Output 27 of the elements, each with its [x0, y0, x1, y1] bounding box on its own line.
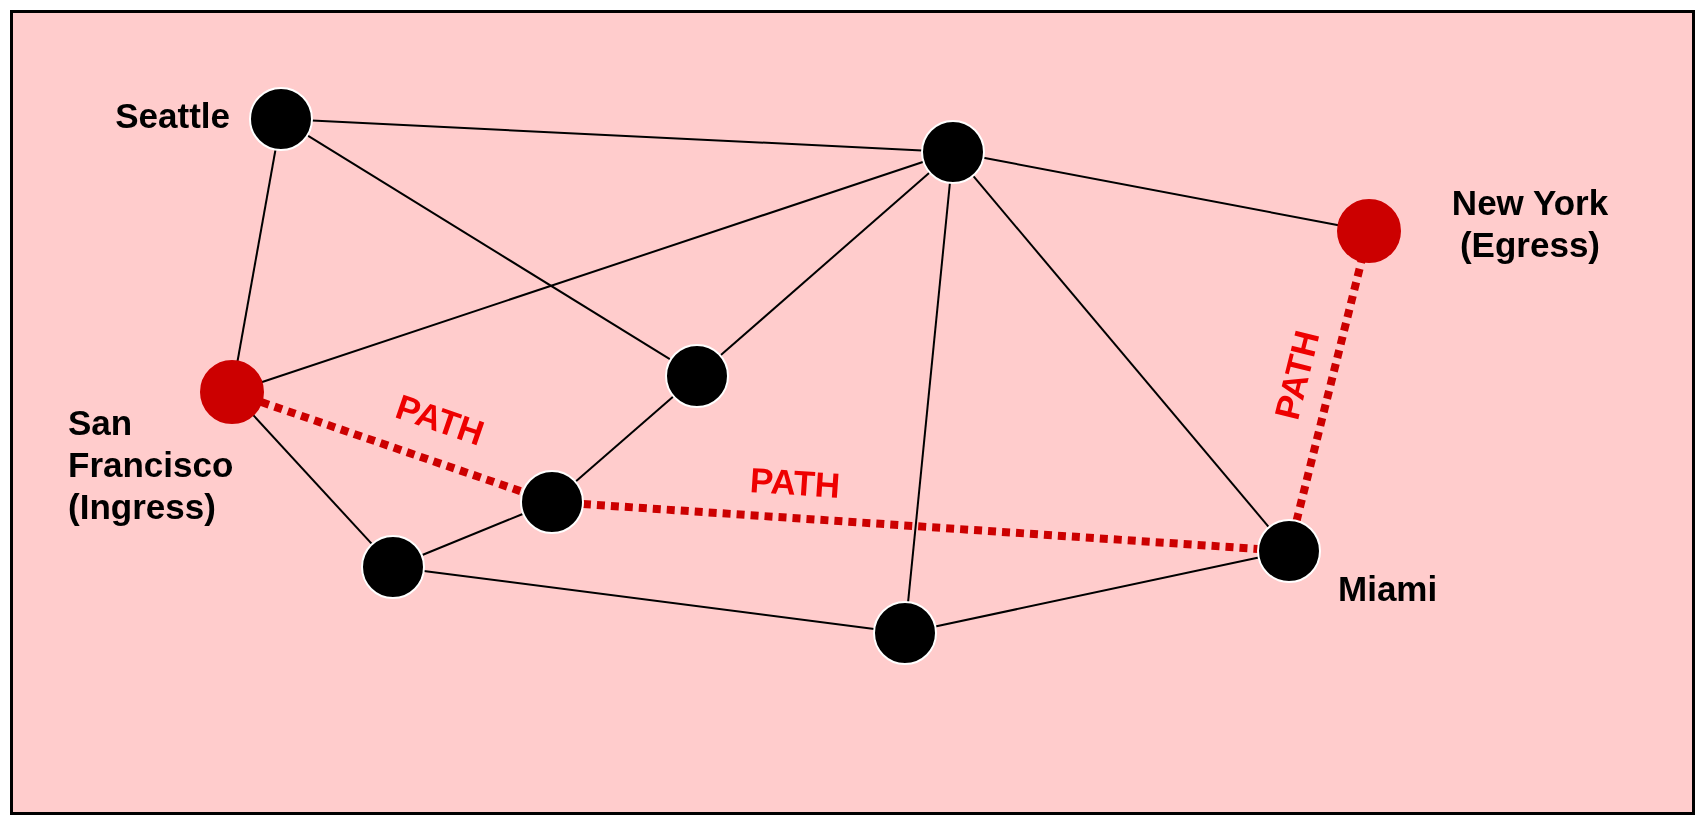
link-line	[574, 395, 675, 483]
dashed-path-line	[582, 500, 1259, 553]
router-circle	[199, 359, 265, 425]
router-circle	[519, 469, 585, 535]
city-label: Seattle	[114, 95, 230, 137]
city-label: Miami	[1338, 568, 1439, 610]
link-line	[236, 148, 277, 363]
router-circle	[360, 534, 426, 600]
link-line	[907, 181, 951, 604]
edge-label: PATH	[1267, 326, 1327, 424]
link-line	[252, 413, 373, 546]
city-label: San Francisco (Ingress)	[68, 402, 235, 528]
router-circle	[1256, 518, 1322, 584]
dashed-path-line	[1292, 260, 1366, 522]
router-circle	[248, 86, 314, 152]
link-line	[420, 512, 525, 557]
link-line	[306, 134, 672, 361]
router-circle	[664, 343, 730, 409]
router-circle	[1336, 198, 1402, 264]
edge-label: PATH	[391, 387, 489, 453]
link-line	[719, 171, 931, 357]
link-line	[971, 174, 1271, 529]
router-circle	[920, 119, 986, 185]
city-label: New York (Egress)	[1450, 182, 1610, 266]
dashed-path-line	[260, 398, 524, 496]
router-circle	[872, 600, 938, 666]
edge-label: PATH	[748, 461, 842, 505]
